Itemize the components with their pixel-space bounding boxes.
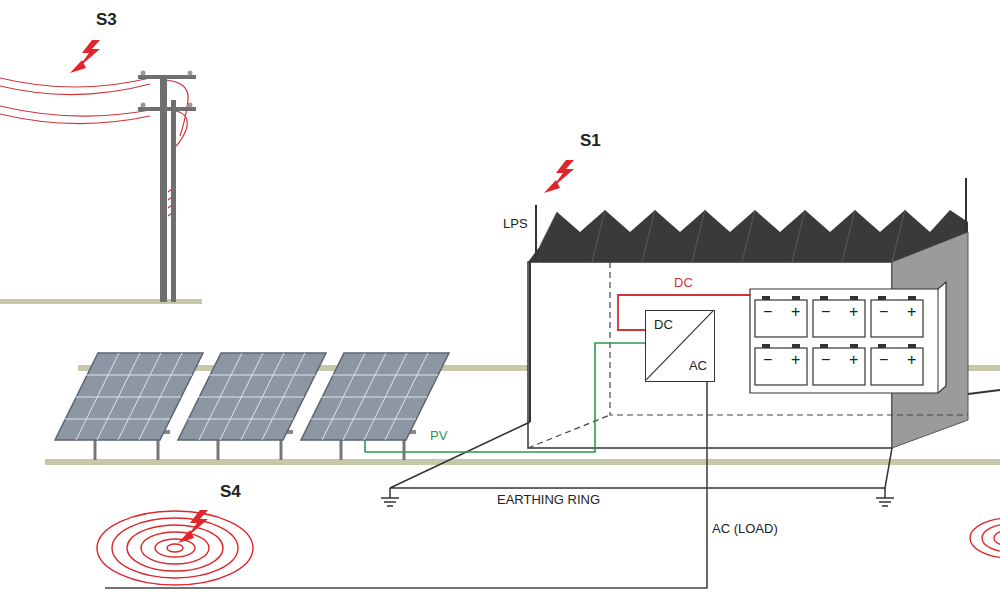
polarity-sign: − [763, 351, 772, 369]
lightning-bolt [544, 160, 574, 193]
polarity-sign: − [821, 351, 830, 369]
strike-label: S3 [96, 10, 117, 30]
pv-wire [365, 343, 645, 452]
strike-label: S4 [220, 482, 241, 502]
earthing-ring [390, 422, 892, 488]
polarity-sign: + [849, 303, 858, 321]
wire-label: DC [674, 276, 693, 291]
building [528, 210, 968, 448]
strike-label: S1 [580, 131, 601, 151]
converter-box: DC AC [645, 310, 715, 382]
ac-wire [105, 382, 707, 588]
polarity-sign: − [821, 303, 830, 321]
part-label: EARTHING RING [497, 493, 600, 508]
ground-strike-rings [97, 511, 1000, 585]
converter-label: DC [654, 318, 673, 332]
ground-symbol [381, 488, 399, 506]
part-label: LPS [503, 217, 528, 232]
converter-label: AC [689, 359, 707, 373]
polarity-sign: − [879, 351, 888, 369]
polarity-sign: − [879, 303, 888, 321]
wire-label: PV [430, 429, 447, 444]
ground-band [45, 459, 1000, 465]
polarity-sign: + [791, 303, 800, 321]
polarity-sign: + [849, 351, 858, 369]
lightning-bolt [70, 40, 100, 73]
converter-diagonal [646, 311, 713, 380]
polarity-sign: + [907, 303, 916, 321]
power-line [0, 78, 188, 216]
pv-panels [55, 353, 449, 460]
polarity-sign: + [791, 351, 800, 369]
polarity-sign: − [763, 303, 772, 321]
battery-bank [750, 282, 946, 393]
ground-symbol [876, 488, 894, 506]
wire-label: AC (LOAD) [712, 522, 778, 537]
lps-mast [530, 178, 1000, 422]
lightning-bolt [178, 510, 208, 543]
power-pole [138, 71, 196, 303]
polarity-sign: + [907, 351, 916, 369]
